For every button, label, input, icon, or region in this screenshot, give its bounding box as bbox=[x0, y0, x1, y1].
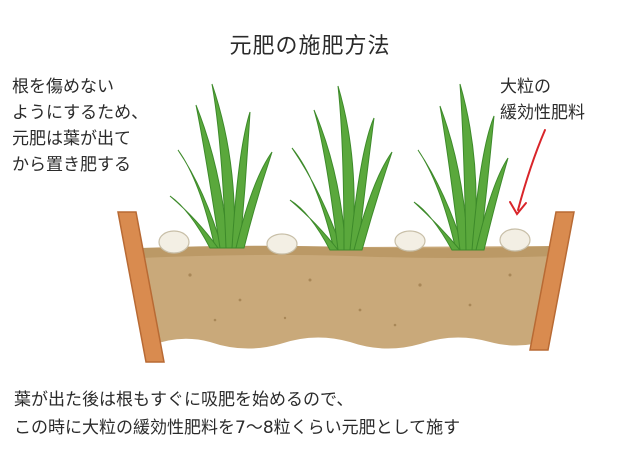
fertilizer-pellet bbox=[266, 233, 298, 255]
left-note-line: 元肥は葉が出て bbox=[12, 129, 131, 149]
fertilizer-label-line: 大粒の bbox=[500, 77, 551, 97]
fertilizer-pellet bbox=[394, 230, 426, 252]
fertilizer-pellet bbox=[499, 228, 531, 252]
fertilizer-label: 大粒の 緩効性肥料 bbox=[500, 74, 585, 126]
caption: 葉が出た後は根もすぐに吸肥を始めるので、 この時に大粒の緩効性肥料を7〜8粒くら… bbox=[14, 386, 460, 442]
diagram-title: 元肥の施肥方法 bbox=[229, 34, 391, 59]
plant-left bbox=[169, 83, 273, 249]
soil-texture bbox=[188, 273, 512, 327]
left-note-line: から置き肥する bbox=[12, 155, 131, 175]
pointer-arrow bbox=[509, 129, 546, 216]
fertilizer-pellets bbox=[158, 228, 531, 255]
caption-line: この時に大粒の緩効性肥料を7〜8粒くらい元肥として施す bbox=[14, 418, 461, 438]
soil bbox=[140, 246, 556, 349]
fertilizer-pellet bbox=[158, 230, 190, 254]
plant-right bbox=[413, 83, 509, 251]
pot-wall-right bbox=[529, 211, 575, 351]
fertilizer-label-line: 緩効性肥料 bbox=[500, 103, 585, 123]
left-note-line: 根を傷めない bbox=[12, 77, 114, 97]
plant-center bbox=[289, 85, 393, 251]
left-note-line: ようにするため、 bbox=[12, 103, 149, 123]
caption-line: 葉が出た後は根もすぐに吸肥を始めるので、 bbox=[14, 390, 354, 410]
left-note: 根を傷めない ようにするため、 元肥は葉が出て から置き肥する bbox=[12, 74, 148, 178]
pot-wall-left bbox=[117, 211, 165, 363]
